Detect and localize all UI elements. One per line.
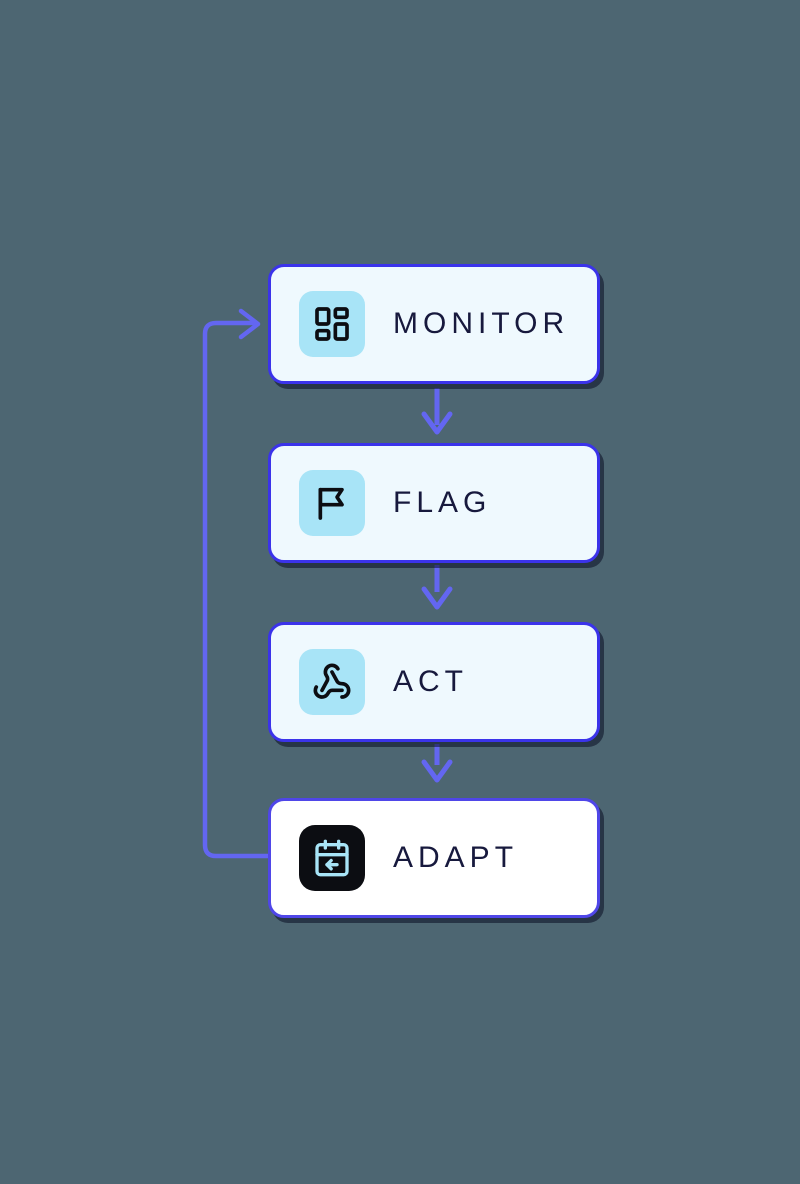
step-card-adapt[interactable]: ADAPT — [268, 798, 600, 918]
icon-tile-monitor — [299, 291, 365, 357]
icon-tile-adapt — [299, 825, 365, 891]
layout-dashboard-icon — [312, 304, 352, 344]
flag-icon — [312, 483, 352, 523]
icon-tile-flag — [299, 470, 365, 536]
step-card-monitor[interactable]: MONITOR — [268, 264, 600, 384]
step-label-monitor: MONITOR — [393, 307, 570, 340]
calendar-arrow-left-icon — [312, 838, 352, 878]
step-label-adapt: ADAPT — [393, 841, 519, 874]
step-label-flag: FLAG — [393, 486, 492, 519]
webhook-icon — [312, 662, 352, 702]
connector-flag-to-act — [421, 565, 453, 610]
connector-adapt-to-monitor — [202, 308, 271, 859]
icon-tile-act — [299, 649, 365, 715]
connector-act-to-adapt — [421, 744, 453, 783]
connector-monitor-to-flag — [421, 388, 453, 435]
step-label-act: ACT — [393, 665, 468, 698]
step-card-act[interactable]: ACT — [268, 622, 600, 742]
step-card-flag[interactable]: FLAG — [268, 443, 600, 563]
